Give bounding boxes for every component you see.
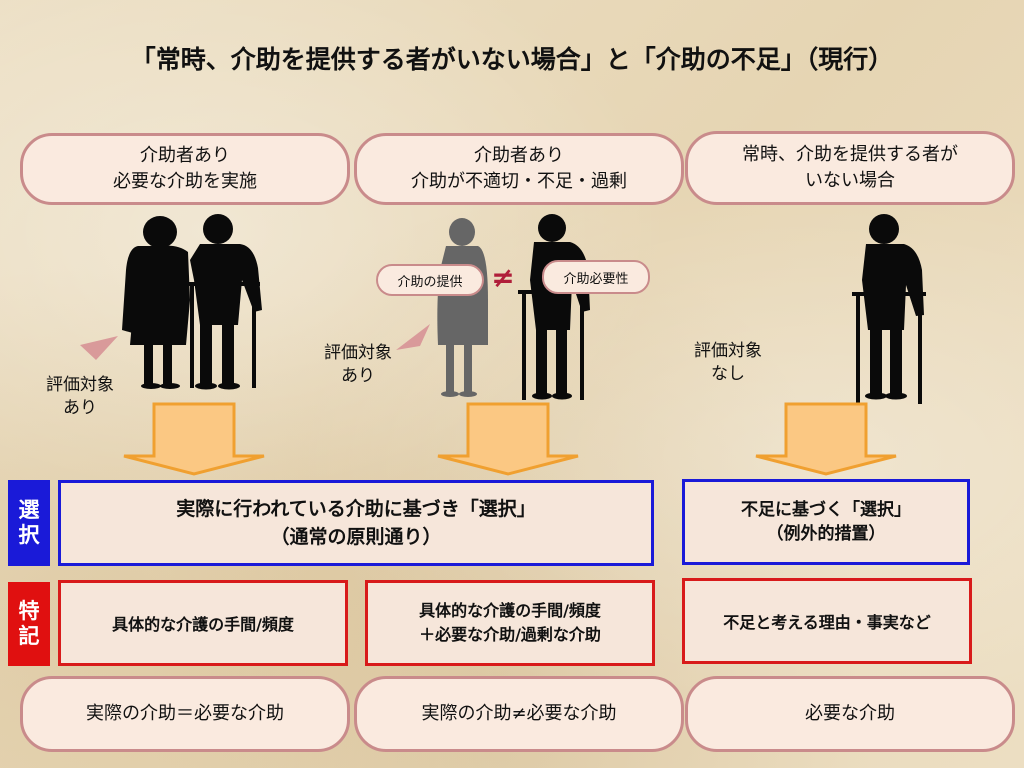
bubble-care-provided: 介助の提供 bbox=[376, 264, 484, 296]
down-arrow-icon bbox=[437, 402, 579, 476]
eval-label-col1: 評価対象 あり bbox=[46, 375, 114, 418]
down-arrow-icon bbox=[755, 402, 897, 476]
illustration-area bbox=[80, 214, 926, 404]
tag-special-note: 特 記 bbox=[8, 582, 50, 666]
note-box-col2: 具体的な介護の手間/頻度 ＋必要な介助/過剰な介助 bbox=[365, 580, 655, 666]
bubble-care-needed: 介助必要性 bbox=[542, 260, 650, 294]
choice-box-shortage: 不足に基づく「選択」 （例外的措置） bbox=[682, 479, 970, 565]
page-title: 「常時、介助を提供する者がいない場合」と「介助の不足」（現行） bbox=[130, 45, 894, 74]
pointer-triangle-icon bbox=[80, 336, 118, 360]
choice-box-actual: 実際に行われている介助に基づき「選択」 （通常の原則通り） bbox=[58, 480, 654, 566]
pointer-triangle-icon bbox=[396, 324, 430, 350]
note-box-col1: 具体的な介護の手間/頻度 bbox=[58, 580, 348, 666]
header-col2: 介助者あり 介助が不適切・不足・過剰 bbox=[354, 133, 684, 205]
note-box-col3: 不足と考える理由・事実など bbox=[682, 578, 972, 664]
caregiver-silhouette bbox=[122, 216, 190, 389]
eval-label-col2: 評価対象 あり bbox=[324, 343, 392, 386]
eval-label-col3: 評価対象 なし bbox=[694, 341, 762, 384]
tag-select: 選 択 bbox=[8, 480, 50, 566]
result-col3: 必要な介助 bbox=[685, 676, 1015, 752]
elderly-with-walker-silhouette bbox=[518, 214, 590, 400]
caregiver-silhouette bbox=[437, 218, 488, 397]
not-equal-symbol: ≠ bbox=[491, 261, 515, 294]
elderly-with-walker-silhouette bbox=[186, 214, 262, 390]
elderly-with-walker-silhouette bbox=[852, 214, 926, 404]
result-col1: 実際の介助＝必要な介助 bbox=[20, 676, 350, 752]
header-col3: 常時、介助を提供する者が いない場合 bbox=[685, 131, 1015, 205]
header-col1: 介助者あり 必要な介助を実施 bbox=[20, 133, 350, 205]
down-arrow-icon bbox=[123, 402, 265, 476]
result-col2: 実際の介助≠必要な介助 bbox=[354, 676, 684, 752]
